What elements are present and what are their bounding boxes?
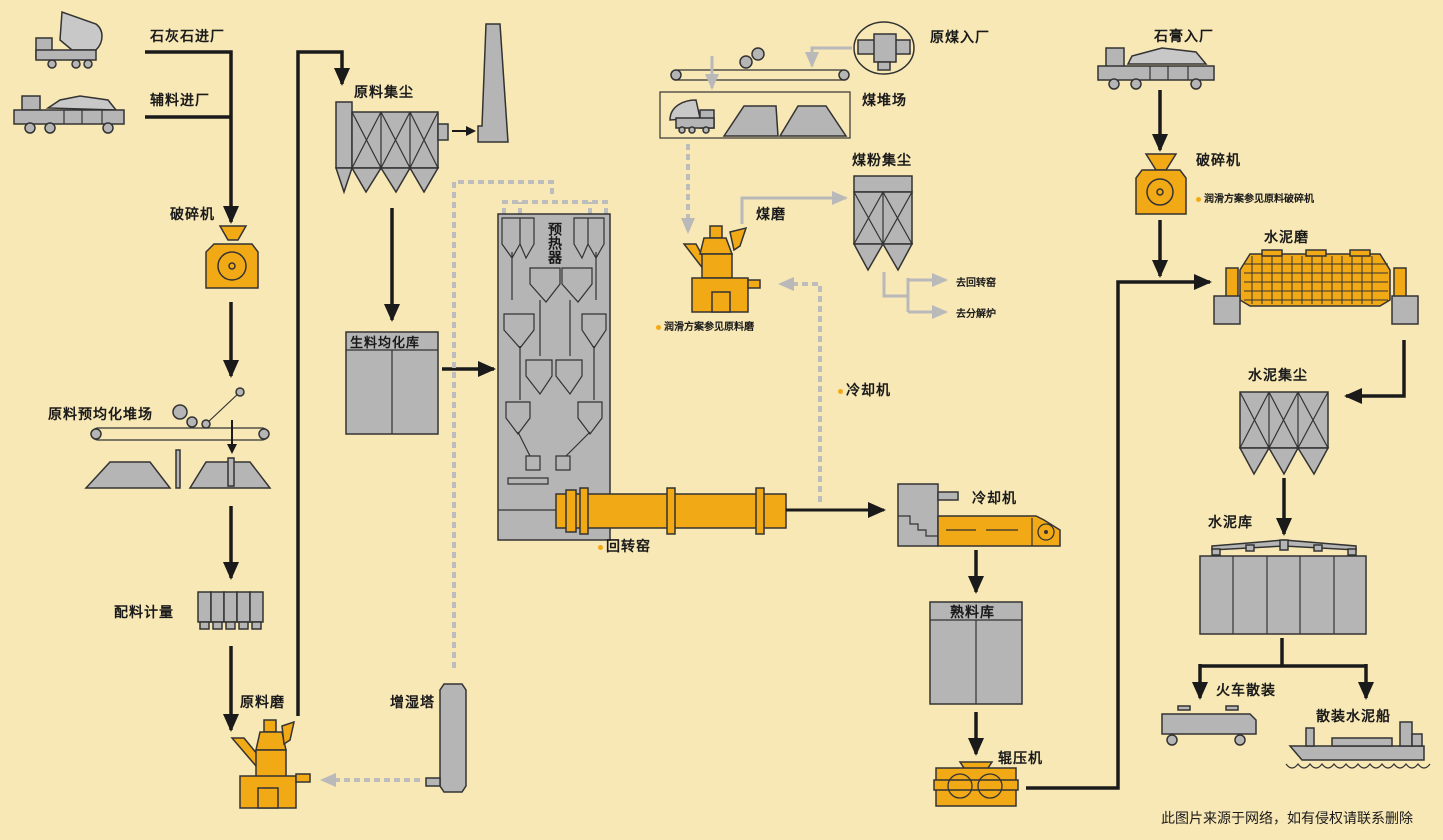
flow-to-cement-dust bbox=[1344, 340, 1406, 404]
label-batching: 配料计量 bbox=[114, 605, 174, 621]
label-clinker-silo: 熟料库 bbox=[950, 605, 995, 621]
label-bulk-ship: 散装水泥船 bbox=[1316, 709, 1391, 725]
label-cooler: 冷却机 bbox=[972, 491, 1017, 507]
note-dot bbox=[656, 324, 661, 330]
flow-limestone bbox=[145, 50, 239, 224]
label-cement-mill: 水泥磨 bbox=[1264, 230, 1309, 246]
cement-silo-icon bbox=[1199, 539, 1367, 635]
label-kiln: 回转窑 bbox=[598, 536, 651, 556]
raw-mill-icon bbox=[230, 719, 311, 809]
roller-press-icon bbox=[933, 761, 1019, 807]
label-coal-yard: 煤堆场 bbox=[862, 93, 907, 109]
batching-bins-icon bbox=[197, 591, 264, 630]
note-dot bbox=[1196, 196, 1201, 202]
chimney-icon bbox=[477, 23, 509, 143]
label-raw-mill: 原料磨 bbox=[240, 695, 285, 711]
rail-tanker-icon bbox=[1161, 705, 1257, 746]
bulk-cement-ship-icon bbox=[1285, 721, 1431, 769]
gypsum-truck-icon bbox=[1097, 47, 1215, 90]
cement-mill-icon bbox=[1213, 249, 1419, 325]
coal-to-dust-collector bbox=[740, 191, 848, 224]
humidifying-tower-icon bbox=[425, 683, 467, 793]
label-coal-mill: 煤磨 bbox=[756, 207, 786, 223]
note-crusher-right-text: 润滑方案参见原料破碎机 bbox=[1204, 194, 1314, 205]
flow-to-raw-dust bbox=[296, 50, 350, 716]
label-raw-coal-in: 原煤入厂 bbox=[930, 30, 990, 46]
coal-dust-collector-icon bbox=[852, 175, 914, 272]
note-dot bbox=[598, 544, 603, 550]
note-coal-mill: 润滑方案参见原料磨 bbox=[656, 318, 754, 333]
label-kiln-text: 回转窑 bbox=[606, 539, 651, 555]
label-crusher-right: 破碎机 bbox=[1196, 153, 1241, 169]
flow-split bbox=[1200, 638, 1366, 668]
label-roller-press: 辊压机 bbox=[998, 751, 1043, 767]
label-rail-bulk: 火车散装 bbox=[1216, 683, 1276, 699]
coal-yard-icon bbox=[659, 91, 851, 139]
label-limestone-in: 石灰石进厂 bbox=[150, 29, 225, 45]
dump-truck-icon bbox=[35, 10, 103, 69]
coal-belt-conveyor-icon bbox=[670, 47, 850, 81]
label-cooler-note-text: 冷却机 bbox=[846, 383, 891, 399]
label-raw-silo: 生料均化库 bbox=[350, 336, 421, 351]
note-crusher-right: 润滑方案参见原料破碎机 bbox=[1196, 190, 1314, 205]
clinker-silo-icon bbox=[929, 601, 1023, 705]
preheater-tower-icon bbox=[497, 213, 611, 541]
flow-to-cement-mill bbox=[1026, 274, 1212, 790]
label-crusher-left: 破碎机 bbox=[170, 207, 215, 223]
crusher-icon bbox=[205, 225, 259, 289]
label-to-kiln: 去回转窑 bbox=[956, 278, 996, 289]
gypsum-crusher-icon bbox=[1135, 153, 1187, 215]
note-dot bbox=[838, 388, 843, 394]
label-cement-silo: 水泥库 bbox=[1208, 515, 1253, 531]
hot-air-to-coal-mill bbox=[778, 277, 822, 502]
label-prehomo-yard: 原料预均化堆场 bbox=[48, 407, 153, 423]
label-coal-dust: 煤粉集尘 bbox=[852, 153, 912, 169]
raw-coal-unloader-icon bbox=[853, 21, 915, 75]
cement-dust-collector-icon bbox=[1238, 391, 1330, 476]
label-cement-dust: 水泥集尘 bbox=[1248, 368, 1308, 384]
rotary-kiln-icon bbox=[555, 487, 787, 535]
label-cooler-note: 冷却机 bbox=[838, 380, 891, 400]
coal-mill-icon bbox=[682, 225, 761, 313]
note-coal-mill-text: 润滑方案参见原料磨 bbox=[664, 322, 754, 333]
prehomo-yard-icon bbox=[84, 387, 272, 489]
clinker-cooler-icon bbox=[897, 483, 1061, 547]
flatbed-truck-icon bbox=[13, 95, 125, 134]
label-auxiliary-in: 辅料进厂 bbox=[150, 93, 210, 109]
raw-dust-collector-icon bbox=[334, 101, 449, 195]
label-to-calciner: 去分解炉 bbox=[956, 309, 996, 320]
label-humid-tower: 增湿塔 bbox=[390, 695, 435, 711]
copyright-footer: 此图片来源于网络，如有侵权请联系删除 bbox=[1161, 811, 1413, 827]
gas-to-humid-tower bbox=[452, 180, 554, 668]
label-gypsum-in: 石膏入厂 bbox=[1154, 29, 1214, 45]
raw-meal-silo-icon bbox=[345, 331, 439, 435]
label-preheater: 预热器 bbox=[546, 222, 562, 264]
label-raw-dust: 原料集尘 bbox=[354, 85, 414, 101]
